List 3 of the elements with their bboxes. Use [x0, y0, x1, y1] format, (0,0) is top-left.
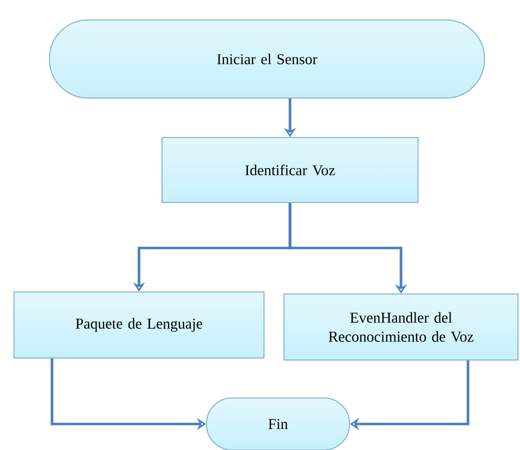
- process-box: EvenHandler del Reconocimiento de Voz: [284, 294, 518, 360]
- process-box: Identificar Voz: [162, 137, 418, 203]
- process-box: Paquete de Lenguaje: [14, 292, 264, 358]
